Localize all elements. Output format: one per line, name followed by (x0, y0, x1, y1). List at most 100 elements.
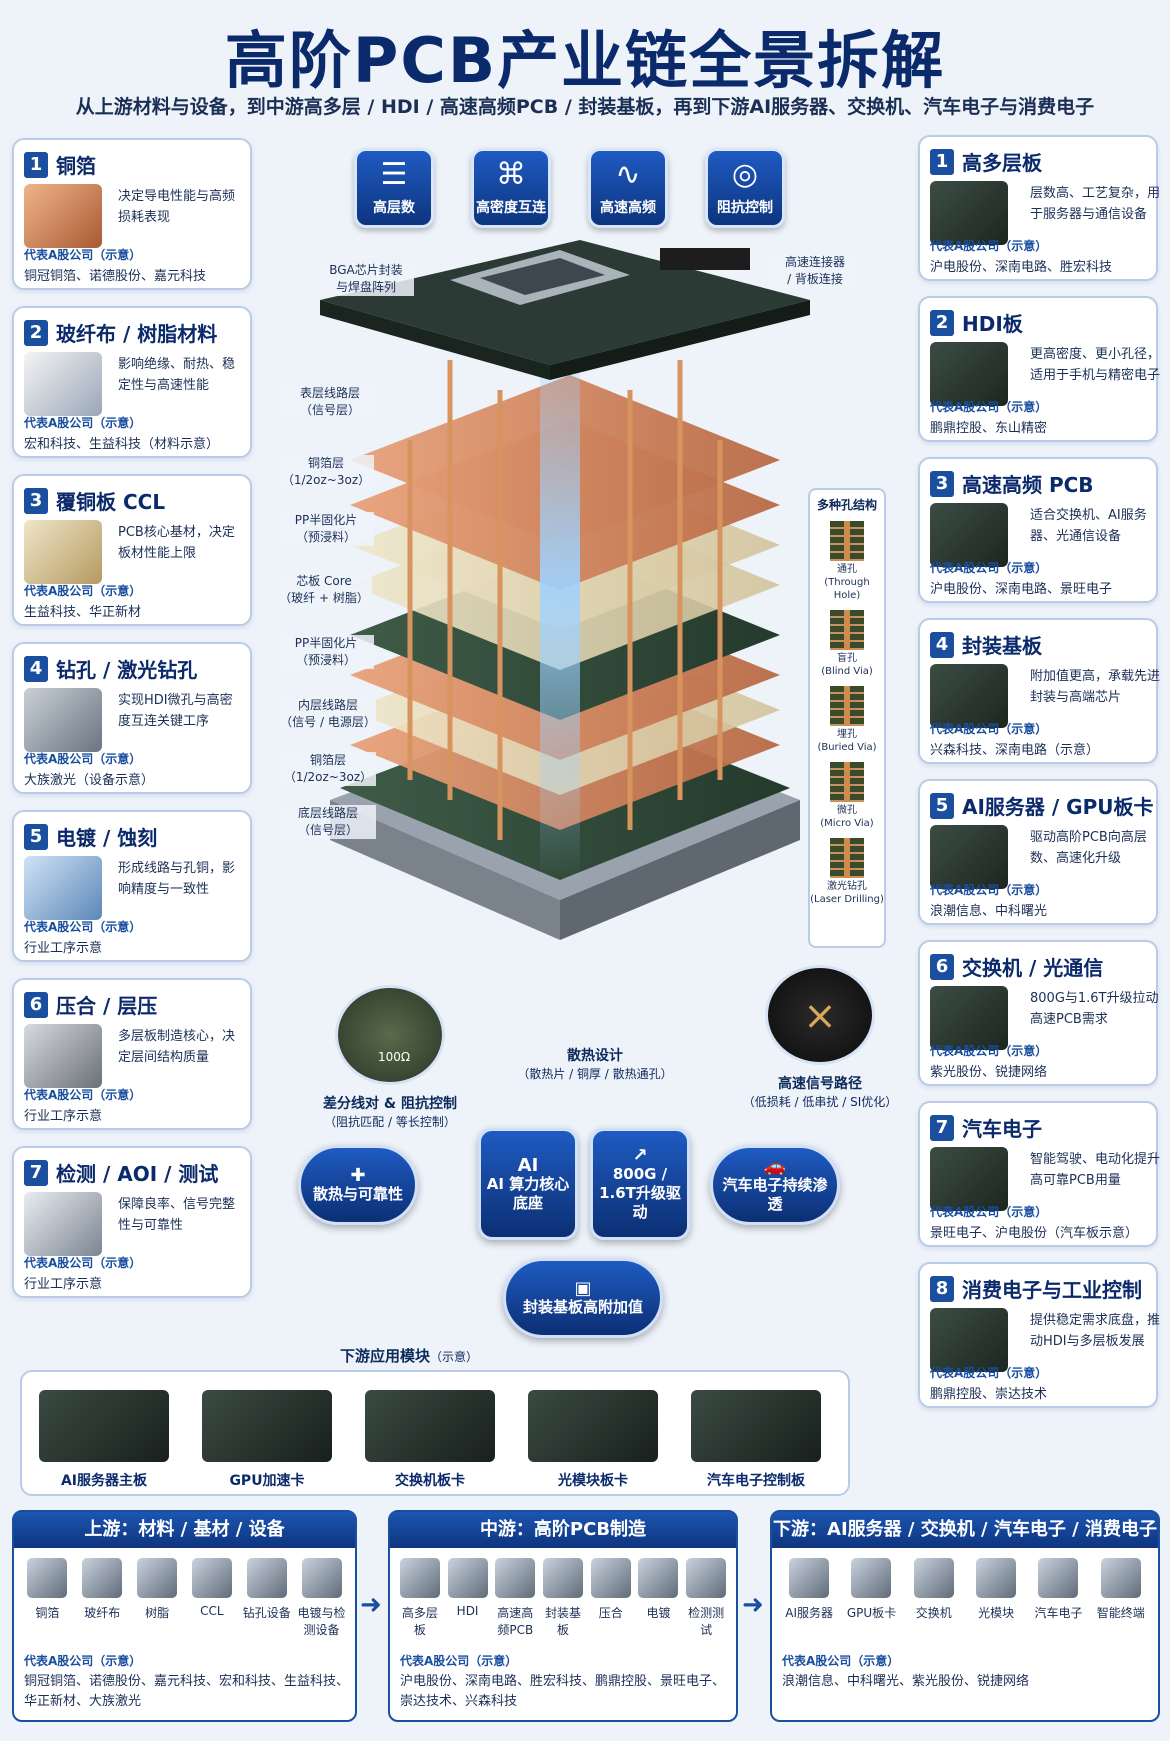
card-title: 交换机 / 光通信 (962, 956, 1104, 980)
target-icon: ◎ (731, 157, 759, 192)
card-description: 决定导电性能与高频损耗表现 (118, 189, 236, 225)
rep-companies: 行业工序示意 (24, 1109, 103, 1124)
chain-item-icon (1100, 1558, 1141, 1598)
layer-label-title: 铜箔层 (307, 456, 344, 470)
rep-companies: 宏和科技、生益科技（材料示意） (24, 437, 220, 452)
layer-label-sub: （信号层） (297, 823, 358, 837)
card-number: 1 (930, 148, 954, 175)
app-module-label: 光模块板卡 (558, 1473, 628, 1489)
chain-companies: 浪潮信息、中科曙光、紫光股份、锐捷网络 (782, 1674, 1030, 1689)
chain-item-label: 电镀 (646, 1606, 671, 1620)
via-list: 通孔(Through Hole)盲孔(Blind Via)埋孔(Buried V… (810, 521, 884, 906)
via-name: 通孔 (837, 564, 857, 575)
via-name-en: (Laser Drilling) (810, 894, 884, 905)
layer-label: 铜箔层（1/2oz~3oz） (280, 752, 376, 786)
rep-companies: 行业工序示意 (24, 941, 103, 956)
card-thumbnail (930, 664, 1008, 728)
card-title: AI服务器 / GPU板卡 (962, 795, 1154, 819)
app-modules-note: （示意） (430, 1350, 479, 1364)
driver-label: 汽车电子持续渗透 (722, 1175, 828, 1213)
card-description: 保障良率、信号完整性与可靠性 (118, 1197, 236, 1233)
rep-label: 代表A股公司（示意） (24, 1654, 142, 1668)
app-module-label: AI服务器主板 (60, 1473, 148, 1489)
page-title: 高阶PCB产业链全景拆解 (224, 24, 946, 97)
chain-item-icon (301, 1558, 342, 1598)
card-title: 检测 / AOI / 测试 (56, 1162, 219, 1186)
chain-item-label: 光模块 (978, 1606, 1015, 1620)
badge-label: 高层数 (373, 200, 415, 216)
card-number: 6 (24, 991, 48, 1018)
layer-label-title: 芯板 Core (296, 574, 352, 588)
card-title: 消费电子与工业控制 (962, 1278, 1142, 1302)
via-type: 通孔(Through Hole) (810, 521, 884, 602)
rep-label: 代表A股公司（示意） (930, 1366, 1048, 1380)
card-description: 实现HDI微孔与高密度互连关键工序 (118, 693, 233, 729)
rep-companies: 兴森科技、深南电路（示意） (930, 743, 1100, 758)
chain-title: 中游：高阶PCB制造 (390, 1512, 736, 1548)
rep-label: 代表A股公司（示意） (930, 239, 1048, 253)
differential-pair-illustration: 100Ω (335, 985, 445, 1085)
chain-arrow-icon: ➜ (742, 1590, 764, 1620)
layer-label: 芯板 Core（玻纤 + 树脂） (276, 573, 372, 607)
chain-item: 高多层板 (396, 1558, 444, 1638)
layer-label-title: 铜箔层 (309, 753, 346, 767)
badge-label: 高速高频 (600, 200, 656, 216)
chain-item: 高速高频PCB (491, 1558, 539, 1638)
card-number: 6 (930, 953, 954, 980)
card-thumbnail (24, 1192, 102, 1256)
feature-sub: （散热片 / 铜厚 / 散热通孔） (517, 1067, 673, 1081)
app-module-image (691, 1390, 821, 1462)
card-description: 多层板制造核心，决定层间结构质量 (118, 1029, 236, 1065)
app-module-label: GPU加速卡 (229, 1473, 305, 1489)
chain-item-label: 智能终端 (1096, 1606, 1145, 1620)
card-description: 800G与1.6T升级拉动高速PCB需求 (1030, 991, 1159, 1027)
chain-item-icon (789, 1558, 830, 1598)
card-title: HDI板 (962, 312, 1023, 336)
chain-item: 汽车电子 (1030, 1558, 1086, 1621)
rep-companies: 行业工序示意 (24, 1277, 103, 1292)
chain-item-icon (447, 1558, 488, 1598)
chain-item-label: 铜箔 (35, 1606, 60, 1620)
layer-label: 表层线路层（信号层） (282, 385, 378, 419)
via-type: 激光钻孔 (Laser Drilling) (810, 838, 884, 906)
card-thumbnail (24, 688, 102, 752)
card-number: 3 (24, 487, 48, 514)
signal-glow (540, 280, 580, 880)
chain-item: 光模块 (968, 1558, 1024, 1621)
driver-label: 800G / 1.6T升级驱动 (599, 1165, 681, 1221)
chain-item-label: HDI (456, 1604, 479, 1618)
via-name: 激光钻孔 (827, 881, 867, 892)
driver-badge: 🚗汽车电子持续渗透 (710, 1145, 840, 1225)
card-title: 覆铜板 CCL (56, 490, 166, 514)
chain-item-label: 钻孔设备 (242, 1606, 291, 1620)
shield-icon: ✚ (350, 1165, 366, 1186)
driver-badge: ✚散热与可靠性 (298, 1145, 418, 1225)
card-description: 更高密度、更小孔径，适用于手机与精密电子 (1030, 347, 1161, 383)
layer-label-sub: （1/2oz~3oz） (281, 473, 371, 487)
card-number: 4 (24, 655, 48, 682)
rep-companies: 浪潮信息、中科曙光 (930, 904, 1048, 919)
chain-item: 电镀 (635, 1558, 683, 1638)
chain-item: 检测测试 (682, 1558, 730, 1638)
rep-label: 代表A股公司（示意） (24, 248, 142, 262)
chip-icon: ▣ (574, 1278, 592, 1299)
card-number: 2 (930, 309, 954, 336)
via-pillars (407, 360, 723, 840)
app-modules-title: 下游应用模块 (340, 1347, 431, 1365)
chain-item-icon (638, 1558, 679, 1598)
card-number: 4 (930, 631, 954, 658)
card-description: 形成线路与孔铜，影响精度与一致性 (118, 861, 236, 897)
chain-item-icon (590, 1558, 631, 1598)
badge-label: 阻抗控制 (717, 200, 773, 216)
